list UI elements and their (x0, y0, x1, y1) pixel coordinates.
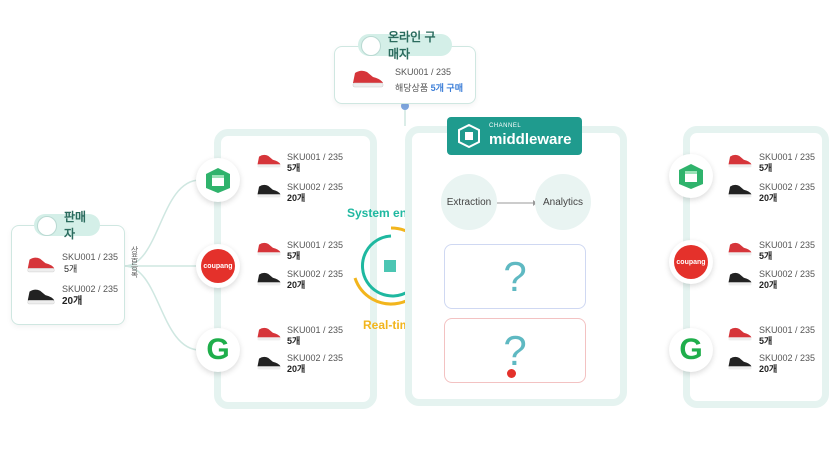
channel-sku: SKU001 / 235 (759, 325, 816, 335)
channel-panel-left (214, 129, 377, 409)
coupang-logo-text: coupang (674, 245, 708, 279)
seller-item-sku: SKU001 / 235 (62, 252, 119, 262)
avatar (37, 216, 57, 236)
channel-count: 5개 (759, 251, 773, 261)
gmarket-logo-text: G (206, 333, 230, 366)
black-shoe-icon (727, 354, 755, 370)
channel-sku: SKU002 / 235 (287, 353, 344, 363)
channel-count: 5개 (287, 251, 301, 261)
unknown-box-1: ? (444, 244, 586, 309)
black-shoe-icon (727, 182, 755, 198)
buyer-card: SKU001 / 235 해당상품 5개 구매 (334, 46, 476, 104)
red-shoe-icon (26, 254, 55, 273)
middleware-panel (405, 126, 627, 406)
channel-sku: SKU002 / 235 (287, 269, 344, 279)
buyer-purchase: 해당상품 5개 구매 (395, 83, 463, 94)
buyer-purchase-count: 5개 구매 (430, 83, 463, 93)
black-shoe-icon (256, 354, 284, 370)
black-shoe-icon (256, 182, 284, 198)
seller-card: SKU001 / 235 5개 SKU002 / 235 20개 (11, 225, 125, 325)
channel-count: 20개 (759, 364, 778, 374)
unknown-box-2: ? (444, 318, 586, 383)
red-shoe-icon (727, 240, 755, 256)
seller-item-count: 20개 (62, 296, 83, 307)
channel-sku: SKU001 / 235 (287, 152, 344, 162)
alert-dot (507, 369, 516, 378)
red-shoe-icon (727, 152, 755, 168)
channel-sku: SKU001 / 235 (287, 240, 344, 250)
channel-count: 5개 (759, 336, 773, 346)
channel-sku: SKU002 / 235 (759, 353, 816, 363)
channel-sku: SKU001 / 235 (759, 152, 816, 162)
buyer-purchase-prefix: 해당상품 (395, 83, 431, 93)
coupang-logo: coupang (196, 244, 240, 288)
red-shoe-icon (727, 325, 755, 341)
avatar (361, 36, 381, 56)
coupang-logo: coupang (669, 240, 713, 284)
channel-sku: SKU002 / 235 (287, 182, 344, 192)
gmarket-logo: G (196, 328, 240, 372)
seller-pill: 판매자 (34, 210, 100, 241)
channel-count: 5개 (287, 336, 301, 346)
buyer-title: 온라인 구매자 (388, 30, 436, 61)
buyer-pill: 온라인 구매자 (358, 30, 452, 61)
store-icon (669, 154, 713, 198)
channel-count: 5개 (759, 163, 773, 173)
channel-count: 20개 (759, 280, 778, 290)
realtime-label: Real-time (363, 318, 418, 332)
extraction-node: Extraction (441, 174, 497, 230)
middleware-logo-icon (458, 124, 480, 148)
middleware-brand-small: CHANNEL (489, 123, 522, 129)
buyer-sku: SKU001 / 235 (395, 67, 452, 77)
register-label: 상품등록 (130, 246, 139, 278)
black-shoe-icon (256, 270, 284, 286)
seller-item-sku: SKU002 / 235 (62, 284, 119, 294)
middleware-header: CHANNEL middleware (447, 117, 582, 155)
red-shoe-icon (351, 67, 384, 88)
red-shoe-icon (256, 240, 284, 256)
black-shoe-icon (26, 286, 55, 305)
channel-count: 5개 (287, 163, 301, 173)
seller-item-count: 5개 (64, 264, 78, 274)
channel-sku: SKU001 / 235 (287, 325, 344, 335)
channel-sku: SKU002 / 235 (759, 269, 816, 279)
gmarket-logo: G (669, 328, 713, 372)
channel-count: 20개 (287, 193, 306, 203)
arrow-right-icon (497, 200, 537, 206)
analytics-node: Analytics (535, 174, 591, 230)
channel-sku: SKU002 / 235 (759, 182, 816, 192)
channel-count: 20개 (287, 364, 306, 374)
gmarket-logo-text: G (679, 333, 703, 366)
channel-sku: SKU001 / 235 (759, 240, 816, 250)
red-shoe-icon (256, 325, 284, 341)
black-shoe-icon (727, 270, 755, 286)
channel-count: 20개 (759, 193, 778, 203)
red-shoe-icon (256, 152, 284, 168)
store-icon (196, 158, 240, 202)
seller-title: 판매자 (64, 210, 87, 241)
coupang-logo-text: coupang (201, 249, 235, 283)
channel-count: 20개 (287, 280, 306, 290)
middleware-brand: middleware (489, 131, 572, 148)
